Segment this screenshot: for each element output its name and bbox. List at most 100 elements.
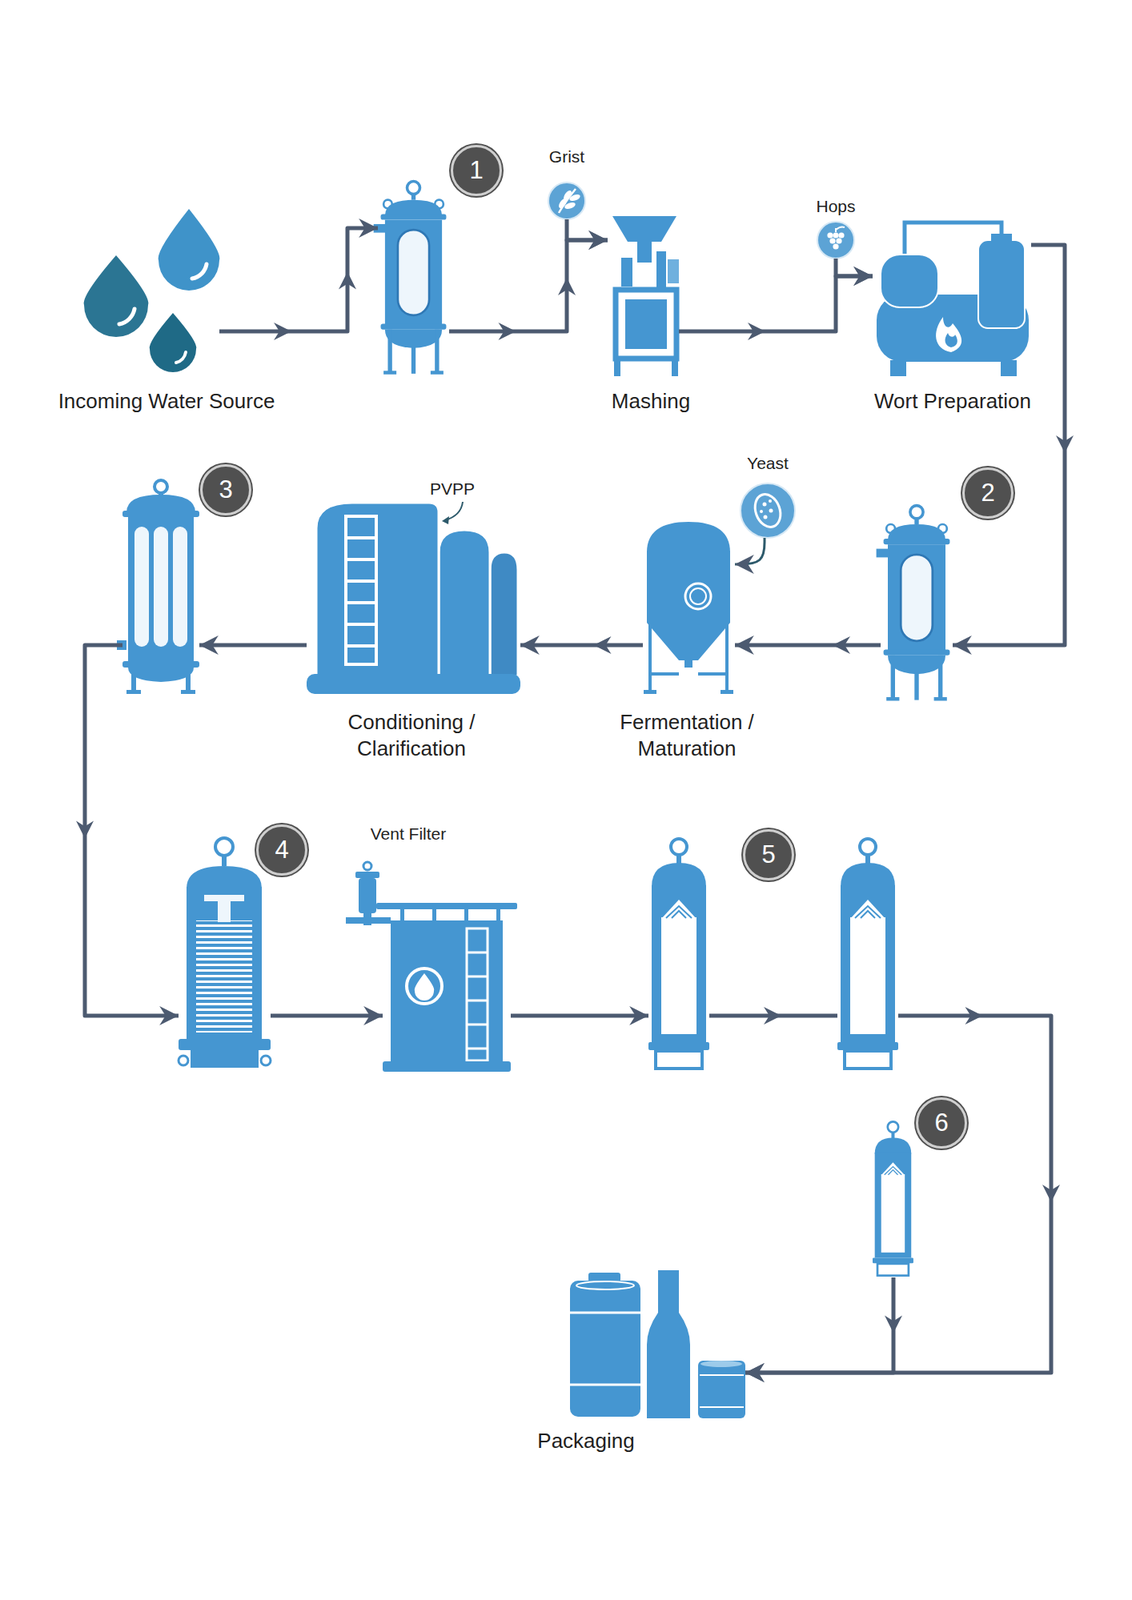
bright-beer-tank [376,903,518,910]
bright-beer-tank [382,1061,511,1072]
sheet-filter-press [221,855,227,867]
flow-line [566,219,608,241]
yeast-icon [759,499,774,520]
flow-line [734,537,765,565]
fermentation-tank [646,622,731,661]
water-source: Incoming Water Source [81,208,220,373]
cartridge-filter-housing [128,517,194,662]
wort-kettle [1000,360,1017,377]
part-label: PVPP [429,478,475,499]
water-drops [84,208,221,373]
vent-filter-icon [355,871,380,879]
ingredient-icon: Grist [548,182,586,220]
bright-beer-tank [414,973,435,1001]
pvpp-leader [441,501,463,525]
node-label: Hops [815,196,856,217]
bright-beer-tank [376,903,518,1072]
fermentation-tank [643,521,734,695]
sheet-filter-press [178,838,271,1068]
sheet-filter-press [178,1055,189,1066]
node-label: Vent Filter [370,823,447,844]
yeast-icon [762,502,767,507]
grist-icon [568,192,582,202]
flow-line [270,1014,383,1019]
pvpp-leader [441,516,450,525]
hops-icon [832,243,839,249]
bright-beer-tank [432,909,437,921]
housing-link [709,1007,838,1025]
packaging-icons [570,1280,641,1418]
sheet-filter-press [190,1050,259,1068]
node-label: Grist [549,146,585,167]
sheet-filter-press [217,901,231,923]
conditioning-tanks [345,516,377,665]
node-label: Mashing [611,388,691,415]
hops-icon [817,221,855,259]
cartridge-housing [837,838,899,1069]
sheet-filter-press [186,887,262,1040]
callout-number: 5 [742,829,795,881]
packaging-icons [700,1360,743,1368]
sheet-filter-press [186,866,262,889]
hops-icon [826,232,844,249]
conditioning-tanks [489,552,518,677]
vent-filter-icon [363,912,372,926]
fermentation-tank [643,690,657,695]
bright-beer-tank [406,968,442,1004]
flow-line [745,1277,894,1373]
mashing-machine [671,358,679,377]
flow-line [952,244,1065,646]
wort-kettle [991,233,1012,241]
wort-kettle [876,222,1029,377]
flow-line [745,1015,1052,1373]
flow-line [835,258,873,277]
callout-number: 6 [915,1097,968,1149]
cartridge-housing [872,1121,914,1276]
hops-icon [835,226,845,233]
flow-line [199,643,307,648]
fermentation-tank [690,588,707,605]
flow-line [678,276,873,332]
flow-chevron [557,277,576,296]
node-label: Yeast [746,453,789,474]
filter-housing: 4 [178,836,271,1072]
cartridge-filter-housing [126,690,141,695]
ingredient-icon: Hops [817,221,855,259]
bright-beer-tank [464,909,469,921]
wort-kettle: Wort Preparation [872,236,1032,378]
fermentation-tank: Fermentation / Maturation [642,520,735,695]
callout-number: 2 [962,467,1014,519]
node-label: Wort Preparation [874,388,1032,415]
flow-chevron [273,322,292,341]
flow-line [84,645,179,1016]
flow-line [510,1014,649,1019]
wort-kettle [945,333,958,348]
flow-chevron [965,1007,984,1025]
flow-line [520,643,643,648]
cartridge-filter-housing [172,526,188,647]
packaging-icons [698,1360,746,1419]
bright-beer-tank [466,928,488,1061]
water-drops [149,313,197,373]
mashing-machine [612,216,679,377]
yeast-icon [768,499,772,503]
cartridge-filter-housing [116,480,200,695]
node-label: Conditioning / Clarification [322,709,501,762]
mashing-machine [667,259,679,284]
sheet-filter-press [260,1055,271,1066]
mashing-machine [637,241,652,263]
conditioning-tanks [438,529,490,677]
fermentation-tank [685,583,711,610]
mashing-machine [615,289,677,359]
grist-icon [563,200,577,210]
bright-beer-tank [390,920,503,1065]
hops-icon [826,232,833,238]
filter-housing [876,505,951,702]
flow-chevron [884,1316,903,1334]
wort-kettle [880,254,939,308]
fermentation-tank [720,690,734,695]
